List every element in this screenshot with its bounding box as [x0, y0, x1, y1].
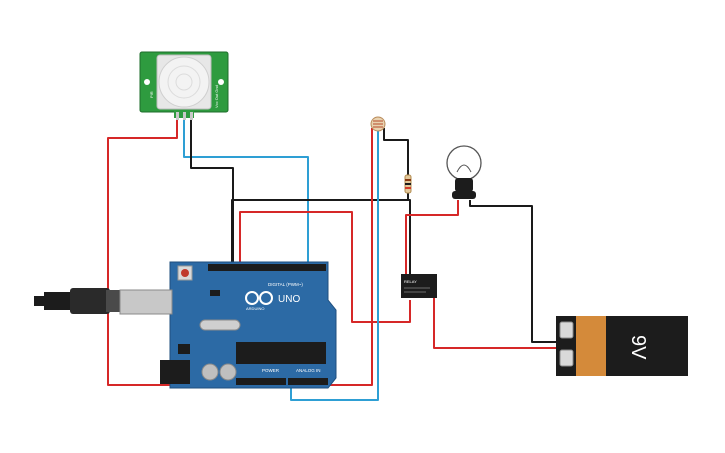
wire-ldr-analog[interactable]: [290, 128, 379, 401]
battery-label: 9V: [627, 335, 649, 360]
arduino-uno[interactable]: DIGITAL (PWM~) UNO ARDUINO POWER ANALOG …: [34, 261, 337, 389]
power-header[interactable]: [236, 378, 286, 385]
wire-lamp-battery[interactable]: [469, 200, 566, 343]
wire-gnd-rail[interactable]: [231, 199, 411, 275]
pir-pin-gnd[interactable]: [190, 112, 193, 120]
arduino-logo-icon: [245, 291, 273, 305]
usb-cable: [34, 288, 124, 314]
atmega-chip: [236, 342, 326, 364]
arduino-brand: ARDUINO: [246, 306, 264, 311]
pir-pin-vcc[interactable]: [176, 112, 179, 120]
battery-terminal-neg[interactable]: [559, 321, 574, 339]
relay[interactable]: RELAY: [401, 274, 437, 298]
photoresistor[interactable]: [370, 116, 386, 132]
pir-pin-out[interactable]: [183, 112, 186, 120]
wire-pir-gnd[interactable]: [190, 118, 234, 268]
resistor[interactable]: [404, 174, 412, 194]
arduino-model: UNO: [278, 294, 300, 305]
analog-header[interactable]: [288, 378, 328, 385]
battery-9v[interactable]: 9V: [556, 316, 688, 376]
wire-relay-battery[interactable]: [433, 296, 566, 349]
battery-terminal-pos[interactable]: [559, 349, 574, 367]
wire-ldr-resistor[interactable]: [383, 128, 409, 175]
pir-side-text-right: Vcc Out Gnd: [214, 85, 219, 108]
wire-pir-signal[interactable]: [183, 118, 309, 268]
wire-relay-signal[interactable]: [239, 211, 411, 323]
bulb-glass: [446, 145, 482, 181]
wires: [107, 118, 566, 401]
usb-port[interactable]: [119, 289, 173, 315]
pir-dome: [158, 56, 210, 108]
pir-sensor[interactable]: PIR Vcc Out Gnd: [139, 51, 229, 120]
light-bulb[interactable]: [446, 145, 482, 199]
wire-pir-vcc[interactable]: [107, 118, 373, 386]
power-jack[interactable]: [160, 360, 190, 384]
wire-relay-lamp[interactable]: [405, 200, 459, 276]
header-digital-label: DIGITAL (PWM~): [268, 282, 303, 287]
relay-label: RELAY: [404, 279, 417, 284]
pir-side-text-left: PIR: [149, 91, 154, 98]
header-analog-label: ANALOG IN: [296, 368, 321, 373]
reset-button[interactable]: [181, 269, 189, 277]
digital-header[interactable]: [208, 264, 326, 271]
header-power-label: POWER: [262, 368, 280, 373]
